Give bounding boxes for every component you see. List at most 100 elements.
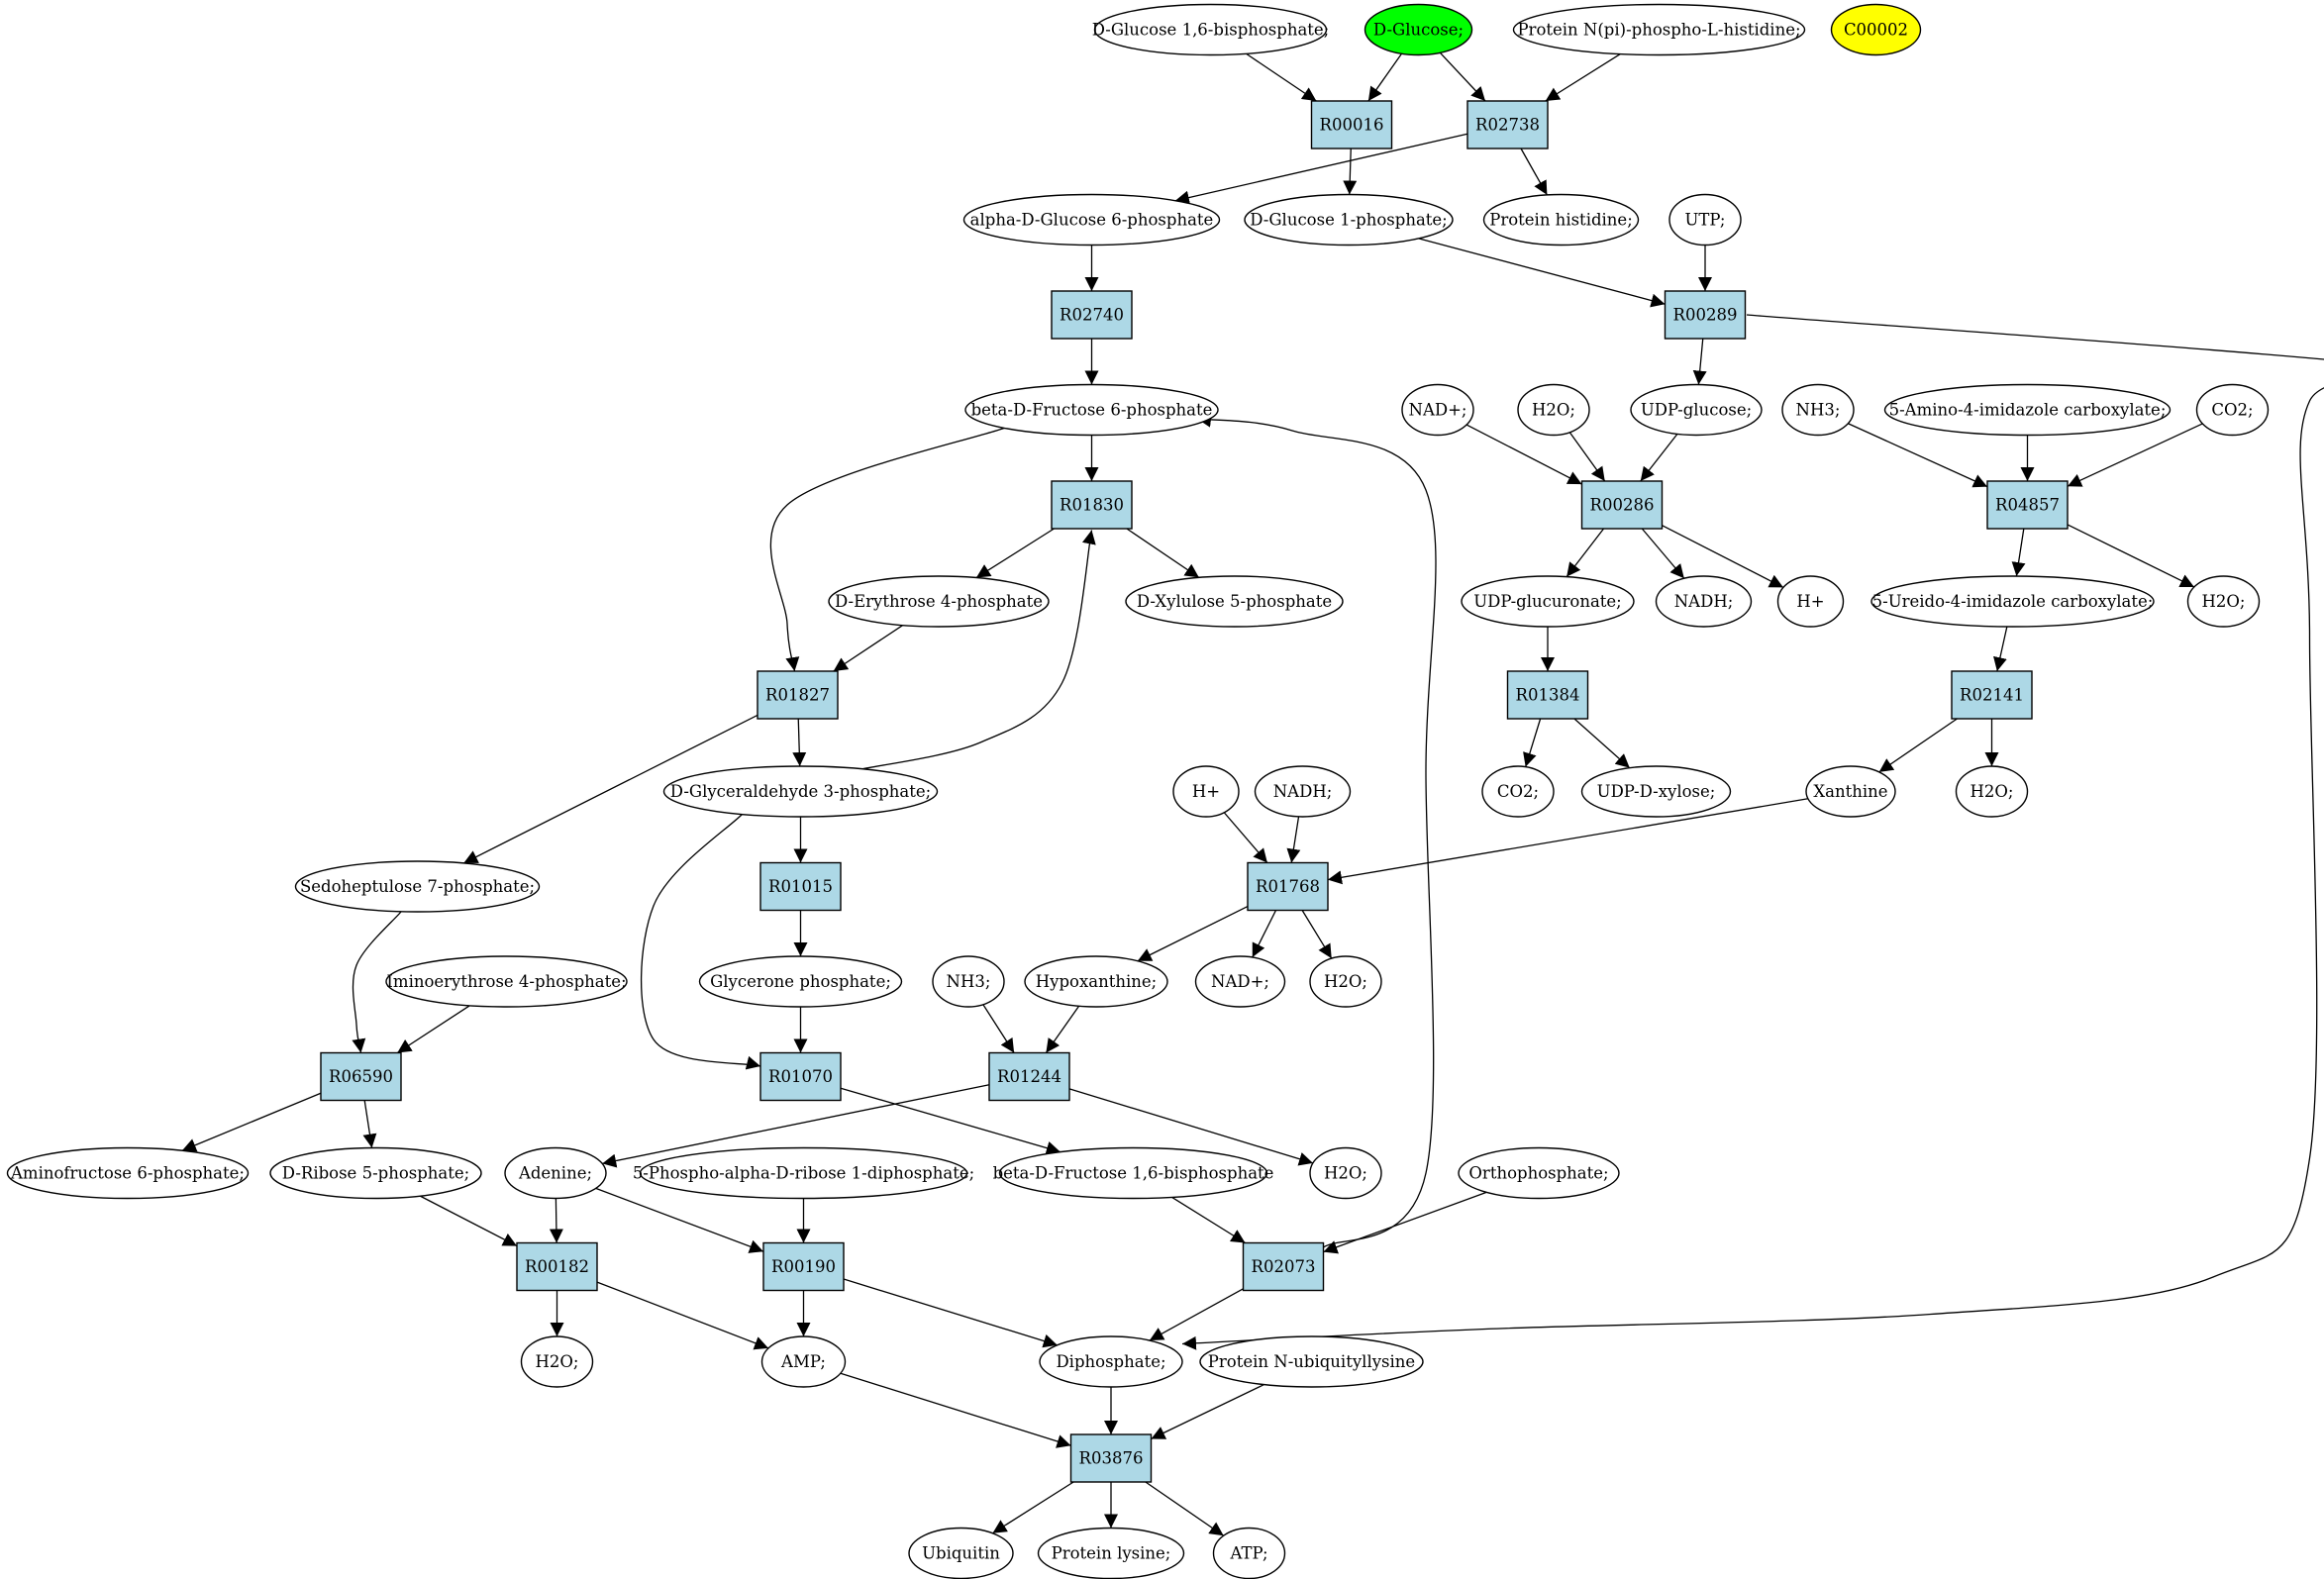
reaction-node-r_R03876: R03876: [1069, 1433, 1153, 1483]
compound-ellipse: [1039, 1335, 1183, 1388]
reaction-node-r_R06590: R06590: [320, 1051, 402, 1102]
edge-c_dglucose-to-r_R00016: [1367, 52, 1403, 102]
edge-c_co2a-to-r_R04857: [2067, 423, 2203, 487]
reaction-node-r_R02738: R02738: [1466, 100, 1549, 149]
compound-ellipse: [662, 765, 939, 818]
node-label: R00286: [1590, 496, 1655, 515]
node-label: R06590: [329, 1067, 393, 1086]
compound-ellipse: [1668, 193, 1742, 247]
edge-r_R02073-to-c_dipho: [1149, 1288, 1244, 1341]
node-label: R02740: [1060, 306, 1124, 325]
compound-node-c_aica: 5-Amino-4-imidazole carboxylate;: [1883, 383, 2172, 437]
node-label: NH3;: [947, 972, 991, 991]
compound-node-c_bfbp: beta-D-Fructose 1,6-bisphosphate: [993, 1146, 1273, 1200]
compound-ellipse: [1805, 765, 1896, 818]
reaction-box: [1466, 100, 1549, 149]
edge-r_R03876-to-c_ubiq: [992, 1481, 1074, 1534]
compound-ellipse: [828, 575, 1050, 628]
compound-ellipse: [1781, 383, 1855, 437]
node-label: UDP-glucuronate;: [1473, 592, 1621, 611]
reaction-box: [1247, 861, 1329, 912]
node-label: CO2;: [2211, 401, 2253, 420]
node-label: Aminofructose 6-phosphate;: [10, 1164, 245, 1183]
reaction-node-r_R00182: R00182: [516, 1241, 598, 1292]
node-label: NAD+;: [1211, 972, 1269, 991]
compound-node-c_co2a: CO2;: [2195, 383, 2270, 437]
compound-node-c_udpxyl: UDP-D-xylose;: [1580, 765, 1732, 818]
edge-r_R01830-to-c_x5p: [1126, 528, 1200, 578]
edge-c_adenine-to-r_R00190: [595, 1187, 764, 1253]
node-label: R01384: [1516, 686, 1580, 705]
reaction-box: [757, 670, 839, 720]
edge-r_R03876-to-c_atp: [1145, 1481, 1225, 1536]
node-label: R01070: [768, 1067, 833, 1086]
reaction-box: [1051, 290, 1133, 340]
reaction-box: [1310, 100, 1393, 149]
compound-ellipse: [1830, 3, 1922, 56]
edge-c_ie4p-to-r_R06590: [396, 1005, 470, 1054]
compound-ellipse: [2186, 575, 2261, 628]
compound-node-c_s7p: Sedoheptulose 7-phosphate;: [294, 860, 541, 913]
node-label: H2O;: [1324, 972, 1367, 991]
compound-node-c_ubiq: Ubiquitin: [908, 1527, 1014, 1579]
node-label: 5-Ureido-4-imidazole carboxylate;: [1872, 592, 2154, 611]
node-label: Protein N-ubiquityllysine: [1208, 1352, 1415, 1371]
edge-r_R00182-to-c_amp: [596, 1281, 769, 1350]
compound-node-c_nadh2: NADH;: [1254, 765, 1352, 818]
compound-node-c_dhap: Glycerone phosphate;: [698, 955, 903, 1008]
compound-node-c_g3p: D-Glyceraldehyde 3-phosphate;: [662, 765, 939, 818]
compound-ellipse: [1517, 383, 1590, 437]
reaction-box: [759, 861, 842, 912]
compound-ellipse: [639, 1146, 968, 1200]
node-label: R00190: [771, 1257, 836, 1276]
edge-r_R01830-to-c_e4p: [975, 528, 1055, 579]
compound-ellipse: [1580, 765, 1732, 818]
node-label: R02738: [1475, 116, 1540, 135]
node-label: Hypoxanthine;: [1036, 972, 1157, 991]
node-layer: D-Glucose 1,6-bisphosphate; D-Glucose; Pro…: [6, 3, 2270, 1579]
node-label: D-Glucose;: [1373, 21, 1464, 40]
compound-ellipse: [1309, 955, 1382, 1008]
compound-node-c_protub: Protein N-ubiquityllysine: [1199, 1335, 1424, 1388]
reaction-node-r_R00286: R00286: [1580, 480, 1664, 530]
node-label: D-Ribose 5-phosphate;: [282, 1164, 469, 1183]
edge-c_glc16bp-to-r_R00016: [1246, 52, 1317, 102]
edge-c_nadh2-to-r_R01768: [1286, 816, 1301, 863]
compound-node-c_atp: ATP;: [1212, 1527, 1286, 1579]
node-label: H2O;: [1324, 1164, 1367, 1183]
compound-node-c_co2b: CO2;: [1481, 765, 1555, 818]
compound-node-c_x5p: D-Xylulose 5-phosphate: [1125, 575, 1344, 628]
node-label: NADH;: [1674, 592, 1734, 611]
edge-r_R04857-to-c_uica: [2011, 528, 2026, 577]
compound-ellipse: [1199, 1335, 1424, 1388]
node-label: R02141: [1960, 686, 2024, 705]
compound-ellipse: [1309, 1146, 1382, 1200]
compound-ellipse: [1401, 383, 1474, 437]
node-label: Diphosphate;: [1056, 1352, 1165, 1371]
edge-r_R01768-to-c_h2o4: [1301, 910, 1333, 959]
compound-ellipse: [698, 955, 903, 1008]
compound-ellipse: [1125, 575, 1344, 628]
reaction-box: [762, 1241, 845, 1292]
node-label: D-Glucose 1,6-bisphosphate;: [1092, 21, 1330, 40]
edge-r_R06590-to-c_r5p: [362, 1100, 377, 1148]
compound-node-c_nh3b: NH3;: [932, 955, 1005, 1008]
reaction-node-r_R01070: R01070: [759, 1051, 842, 1102]
reaction-box: [1580, 480, 1664, 530]
node-label: H+: [1796, 592, 1824, 611]
reaction-box: [1051, 480, 1133, 530]
compound-ellipse: [1630, 383, 1763, 437]
node-label: Xanthine: [1813, 782, 1887, 801]
compound-node-c_prothis: Protein histidine;: [1482, 193, 1640, 247]
node-label: H2O;: [1532, 401, 1575, 420]
reaction-box: [516, 1241, 598, 1292]
reaction-box: [1506, 670, 1589, 720]
node-label: Protein N(pi)-phospho-L-histidine;: [1517, 21, 1800, 40]
reaction-node-r_R02740: R02740: [1051, 290, 1133, 340]
node-label: beta-D-Fructose 6-phosphate: [971, 401, 1213, 420]
node-label: H+: [1192, 782, 1220, 801]
compound-node-c_af6p: Aminofructose 6-phosphate;: [6, 1146, 250, 1200]
compound-ellipse: [269, 1146, 482, 1200]
edge-r_R00286-to-c_nadh1: [1641, 528, 1685, 579]
compound-node-c_dglucose: D-Glucose;: [1364, 3, 1473, 56]
